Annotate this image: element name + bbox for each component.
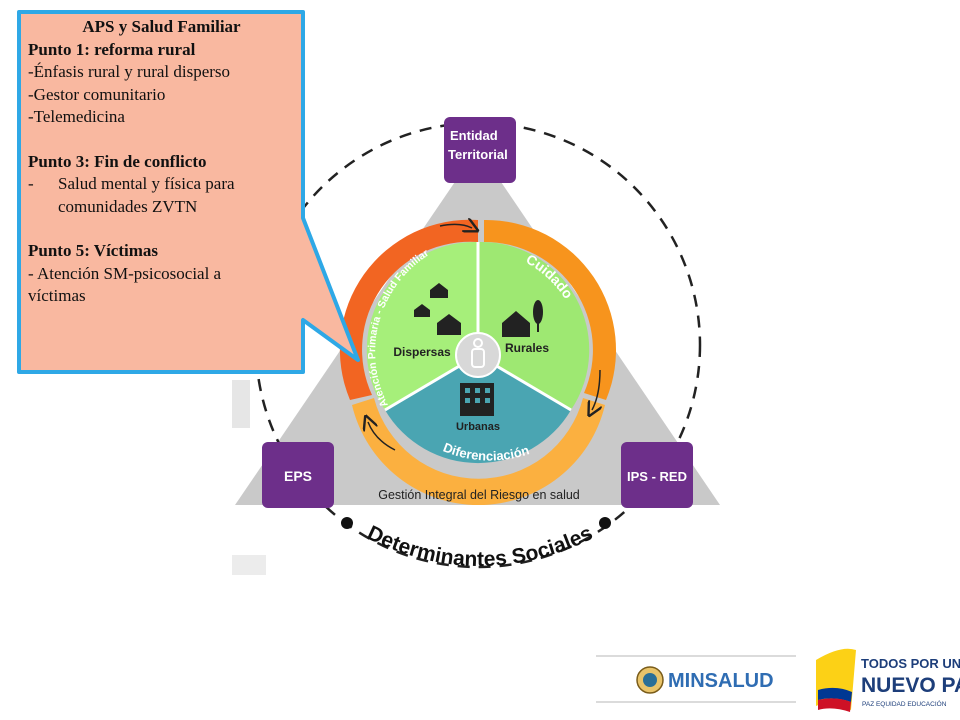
determinantes-dot-right	[599, 517, 611, 529]
flag-swoosh-icon	[818, 698, 851, 712]
flow-arrow	[592, 369, 600, 410]
punto5-item-line2: víctimas	[28, 286, 86, 305]
person-icon	[455, 332, 501, 378]
entidad-territorial-label-2: Territorial	[448, 147, 508, 162]
punto5-heading: Punto 5: Víctimas	[28, 241, 159, 260]
punto1-item: -Énfasis rural y rural disperso	[28, 62, 231, 81]
entidad-territorial-label-1: Entidad	[450, 128, 498, 143]
ring-aps-segment	[339, 219, 478, 400]
punto3-item-line2: comunidades ZVTN	[58, 196, 198, 216]
ring-diferenciacion-segment	[352, 398, 605, 506]
ips-red-label: IPS - RED	[627, 469, 687, 484]
punto1-item: -Telemedicina	[28, 107, 125, 126]
bullet-dash: -	[28, 174, 34, 193]
gestion-integral-label: Gestión Integral del Riesgo en salud	[378, 488, 580, 502]
callout-title: APS y Salud Familiar	[82, 17, 241, 36]
sector-label-rurales: Rurales	[505, 341, 549, 355]
eps-box	[262, 442, 334, 508]
spacer	[28, 218, 295, 240]
punto3-item-text: Salud mental y física para comunidades Z…	[58, 173, 235, 218]
sector-rurales	[478, 241, 590, 410]
coat-of-arms-icon-inner	[643, 673, 657, 687]
building-icon	[460, 383, 494, 416]
spacer	[28, 129, 295, 151]
person-icon-body	[471, 348, 485, 368]
tpun-line3: PAZ EQUIDAD EDUCACIÓN	[862, 699, 947, 708]
callout-bubble	[17, 10, 360, 374]
punto1-heading: Punto 1: reforma rural	[28, 39, 196, 59]
punto1-item: -Gestor comunitario	[28, 84, 166, 104]
sector-dispersas	[366, 241, 478, 410]
ring-cuidado-segment	[484, 219, 617, 400]
footer-logos: MINSALUD TODOS POR UN NUEVO PAÍS PAZ EQU…	[596, 648, 960, 712]
sector-label-dispersas: Dispersas	[393, 345, 451, 359]
eps-label: EPS	[284, 468, 312, 484]
houses-icon	[414, 283, 461, 335]
determinantes-sociales-label: Determinantes Sociales	[364, 521, 596, 571]
ips-red-box	[621, 442, 693, 508]
minsalud-logo-text: MINSALUD	[668, 670, 774, 692]
tpun-line2: NUEVO PAÍS	[861, 674, 960, 697]
flow-arrow	[368, 422, 396, 451]
rural-house-icon	[502, 300, 543, 337]
punto5-item-line1: - Atención SM-psicosocial a	[28, 263, 222, 283]
flag-swoosh-icon	[818, 687, 852, 702]
punto3-item-line1: Salud mental y física para	[58, 174, 235, 193]
decor-block	[232, 555, 266, 575]
sector-label-urbanas: Urbanas	[456, 421, 500, 433]
punto3-heading: Punto 3: Fin de conflicto	[28, 151, 207, 171]
punto3-item: - Salud mental y física para comunidades…	[28, 173, 295, 218]
entidad-territorial-box	[444, 117, 516, 183]
callout-text: APS y Salud Familiar Punto 1: reforma ru…	[19, 12, 303, 372]
person-icon-head	[473, 338, 483, 348]
determinantes-dot-left	[341, 517, 353, 529]
tpun-line1: TODOS POR UN	[861, 656, 960, 671]
decor-block	[232, 380, 250, 428]
flow-arrow	[439, 224, 472, 228]
